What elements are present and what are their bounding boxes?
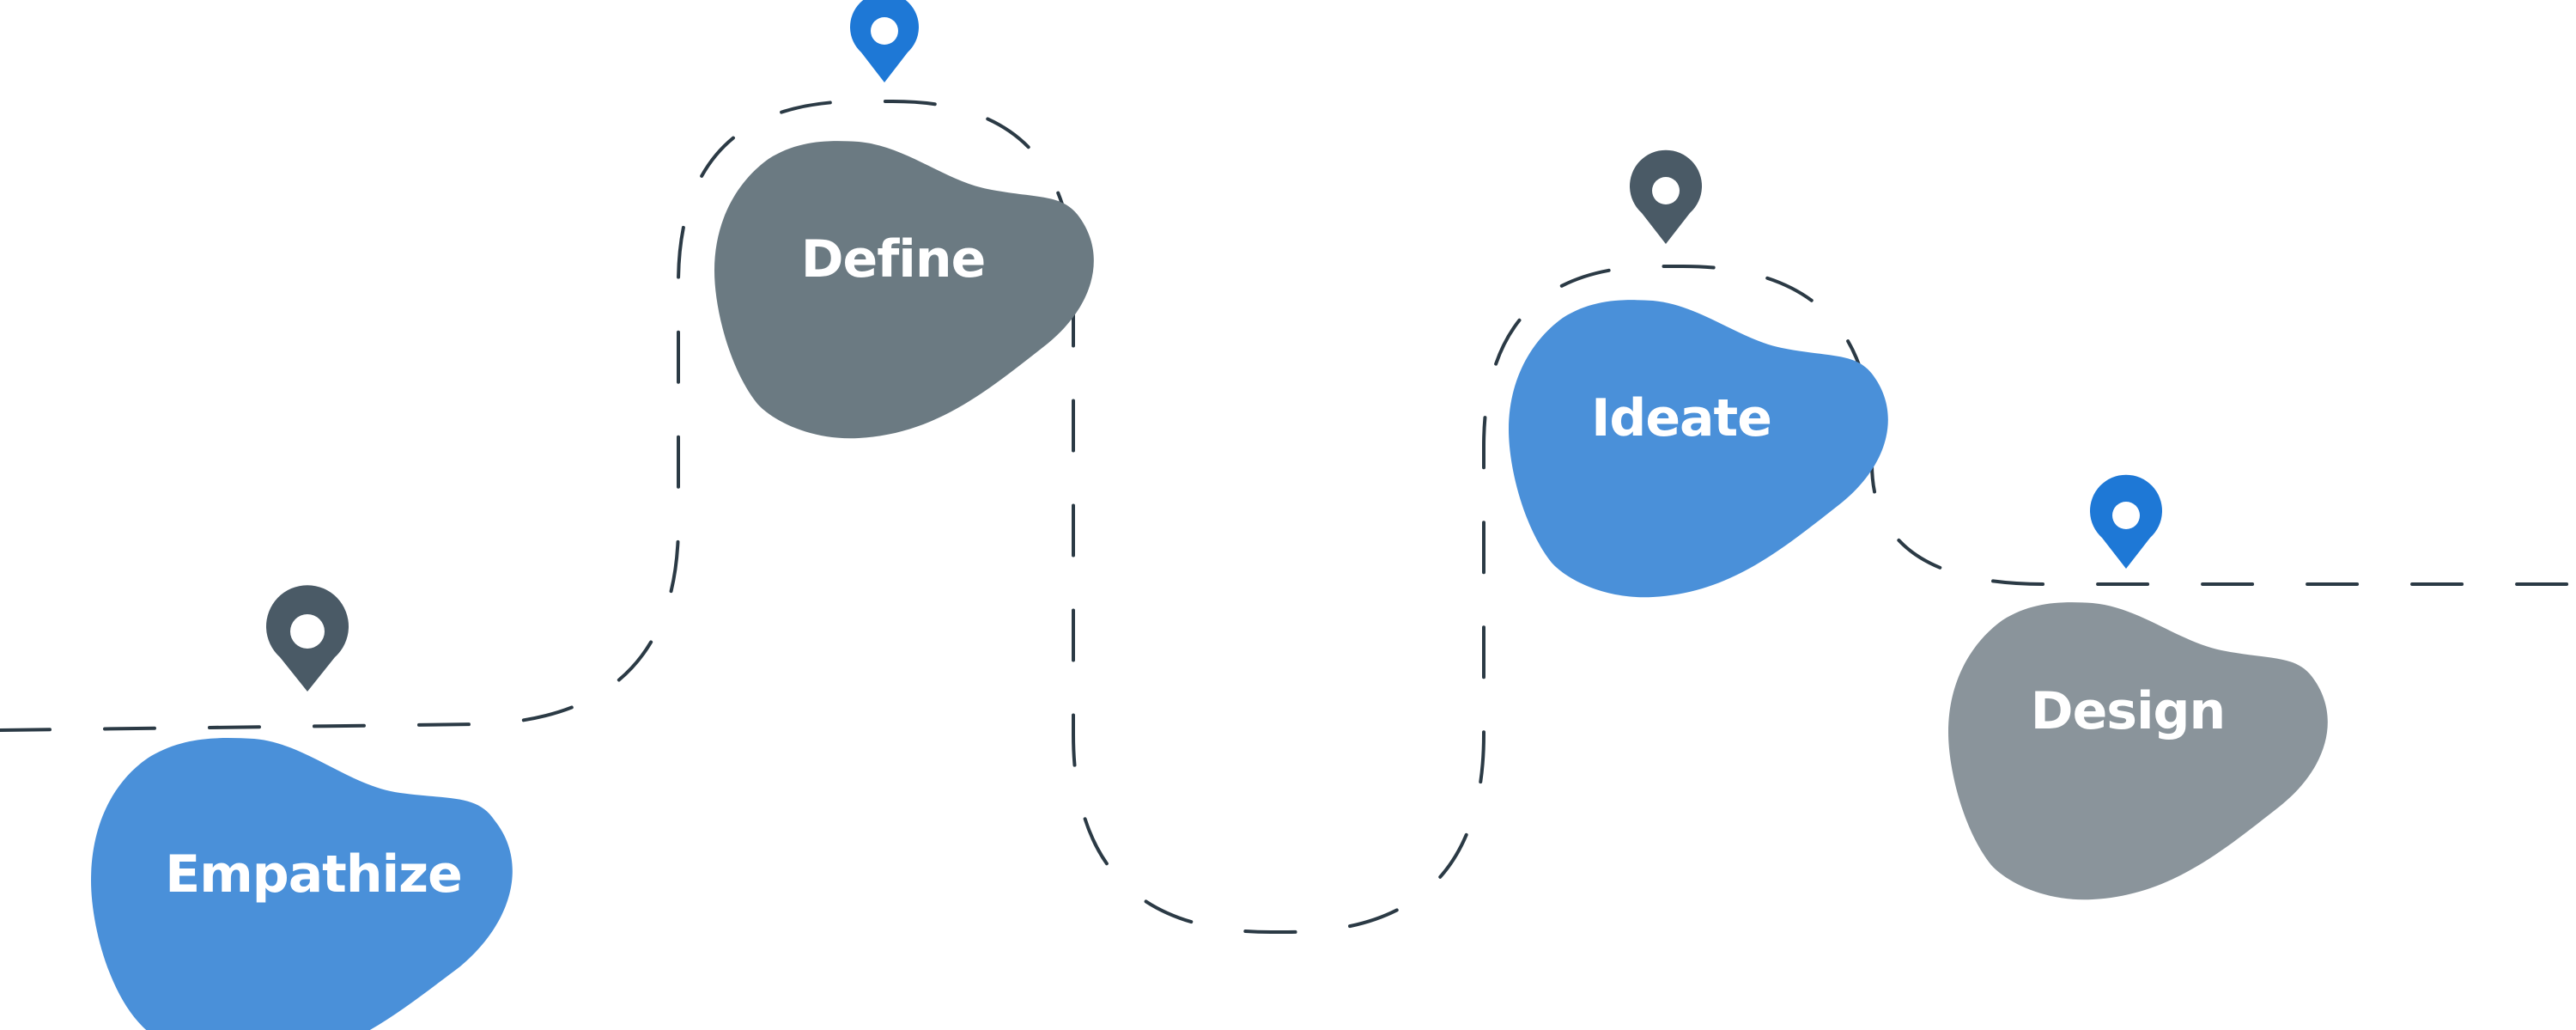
pin-hole	[2112, 502, 2140, 529]
empathize-pin	[266, 585, 349, 692]
empathize-label: Empathize	[165, 844, 462, 905]
step-design: Design	[1948, 474, 2328, 900]
define-pin	[850, 0, 919, 82]
step-empathize: Empathize	[91, 585, 513, 1030]
ideate-pin	[1630, 149, 1702, 244]
define-blob	[714, 141, 1094, 439]
design-label: Design	[2031, 681, 2225, 741]
empathize-blob	[91, 738, 513, 1030]
step-define: Define	[714, 0, 1094, 439]
pin-hole	[290, 614, 325, 649]
pin-hole	[871, 17, 898, 45]
step-ideate: Ideate	[1509, 149, 1888, 598]
ideate-blob	[1509, 300, 1888, 598]
design-pin	[2090, 474, 2162, 569]
dashed-road-path	[0, 100, 2576, 934]
ideate-label: Ideate	[1591, 388, 1771, 448]
design-blob	[1948, 602, 2328, 900]
pin-hole	[1652, 177, 1680, 204]
define-label: Define	[801, 229, 986, 289]
